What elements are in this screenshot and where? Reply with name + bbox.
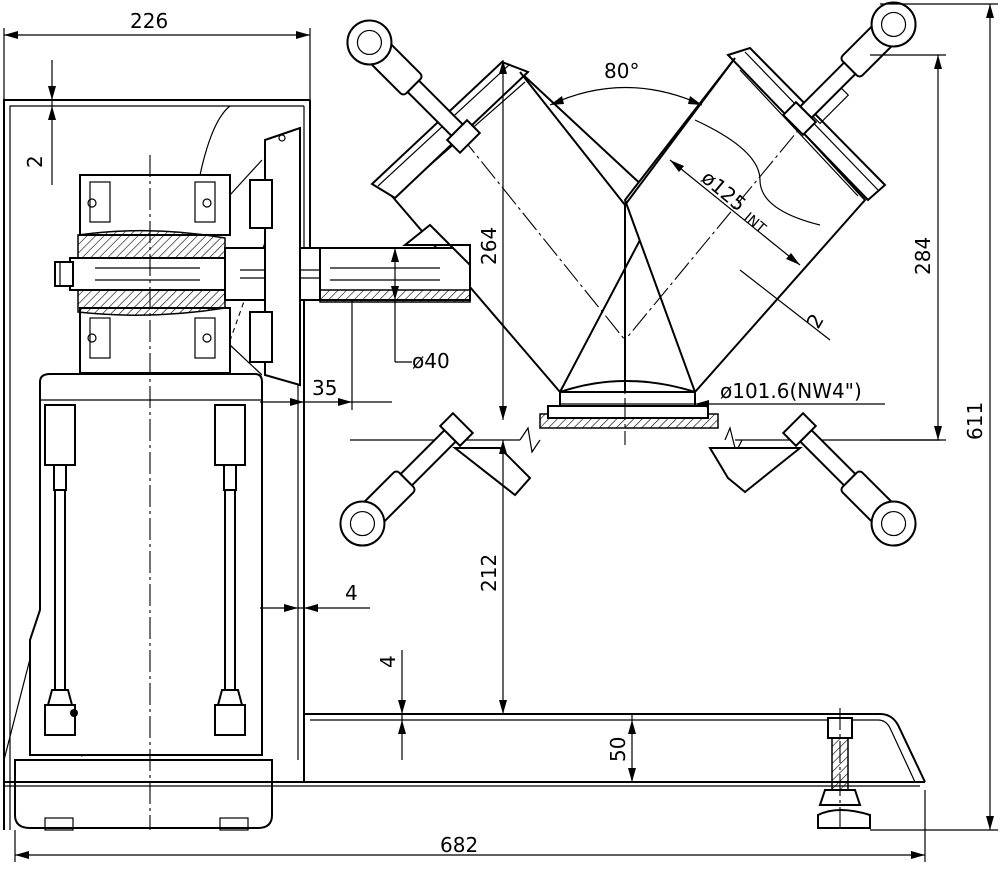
- dim-upper-height: 264: [477, 227, 501, 265]
- dim-overall-width: 682: [440, 833, 478, 857]
- dim-arm-angle: 80°: [604, 59, 639, 83]
- dim-outlet-diameter: ø101.6(NW4"): [720, 379, 862, 403]
- dim-side-gap: 4: [345, 581, 358, 605]
- dim-upper-width: 226: [130, 9, 168, 33]
- dim-shaft-offset: 35: [312, 376, 337, 400]
- valves: [339, 1, 917, 547]
- dim-shaft-diameter: ø40: [412, 349, 450, 373]
- dim-tube-wall: 2: [802, 309, 829, 332]
- gearbox: [54, 126, 326, 387]
- dimension-lines: [3, 3, 998, 862]
- dim-base-height: 50: [606, 737, 630, 762]
- base-frame: [4, 708, 926, 830]
- motor: [14, 155, 273, 831]
- dim-lower-height: 212: [477, 554, 501, 592]
- dim-total-height: 611: [963, 402, 987, 440]
- dim-arm-height: 284: [911, 237, 935, 275]
- dim-plate-thickness: 4: [376, 655, 400, 668]
- dim-top-wall: 2: [23, 155, 47, 168]
